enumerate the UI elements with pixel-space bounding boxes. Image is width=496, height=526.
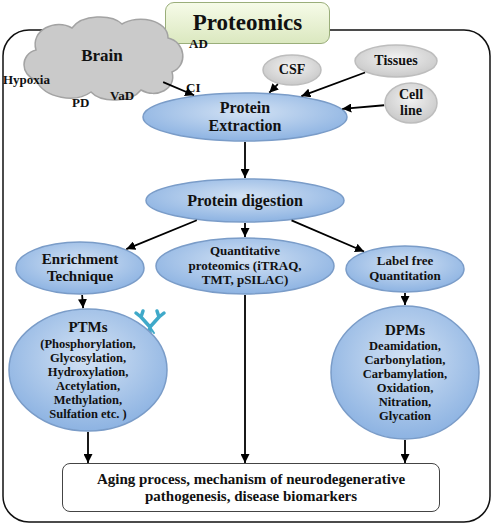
ellipse-outline-shape [9, 309, 167, 431]
ellipse-outline-shape [156, 238, 334, 294]
condition-label: PD [72, 95, 89, 111]
ellipse-outline-shape [146, 179, 344, 222]
flow-arrow [244, 295, 246, 463]
source-ellipse: CSF [262, 54, 322, 86]
node-label: Cell line [394, 87, 429, 118]
node-label: Brain [81, 46, 123, 65]
node-label: Aging process, mechanism of neurodegener… [71, 471, 431, 505]
process-ellipse: Quantitative proteomics (iTRAQ, TMT, pSI… [155, 237, 335, 295]
brain-shape: Brain [16, 10, 188, 102]
process-ellipse: Protein Extraction [142, 92, 348, 142]
flow-arrow [82, 295, 83, 308]
node-body-text: Deamidation, Carbonylation, Carbamylatio… [356, 339, 454, 423]
node-label: Protein digestion [187, 192, 303, 210]
outer-frame [3, 30, 490, 522]
flow-arrow [269, 84, 278, 93]
node-body-text: (Phosphorylation, Glycosylation, Hydroxy… [32, 337, 144, 421]
condition-label: Hypoxia [3, 72, 50, 88]
condition-label: VaD [110, 88, 134, 104]
outcome-box: Aging process, mechanism of neurodegener… [62, 463, 440, 512]
node-label: Enrichment Technique [35, 251, 125, 285]
flow-arrow [244, 142, 246, 178]
node-label: CSF [279, 62, 305, 78]
flow-arrow [87, 432, 89, 463]
ellipse-outline-shape [16, 242, 144, 294]
category-circle: PTMs(Phosphorylation, Glycosylation, Hyd… [8, 308, 168, 432]
process-ellipse: Protein digestion [145, 178, 345, 223]
node-label: Label free Quantitation [360, 254, 450, 283]
node-label: Tissues [374, 53, 417, 69]
ellipse-outline-shape [143, 93, 347, 141]
process-ellipse: Label free Quantitation [345, 245, 465, 293]
ellipse-outline-shape [346, 246, 464, 292]
source-ellipse: Tissues [354, 44, 438, 78]
ellipse-outline-shape [385, 83, 437, 123]
node-label: Protein Extraction [205, 99, 285, 135]
ellipse-outline-shape [263, 55, 321, 85]
node-label: DPMs [385, 322, 425, 339]
condition-label: CI [186, 80, 200, 96]
condition-label: AD [189, 36, 208, 52]
category-circle: DPMsDeamidation, Carbonylation, Carbamyl… [330, 305, 480, 440]
process-ellipse: Enrichment Technique [15, 241, 145, 295]
brain-outline-path [24, 17, 183, 100]
ellipse-outline-shape [331, 306, 479, 439]
source-ellipse: Cell line [384, 82, 438, 124]
node-label: PTMs [68, 319, 107, 336]
ellipse-outline-shape [355, 45, 437, 77]
flow-arrow [244, 223, 246, 237]
flow-arrow [404, 293, 406, 305]
flow-arrow [342, 105, 384, 109]
flow-arrow [404, 440, 406, 463]
node-label: Proteomics [193, 10, 302, 36]
node-label: Quantitative proteomics (iTRAQ, TMT, pSI… [180, 244, 310, 288]
